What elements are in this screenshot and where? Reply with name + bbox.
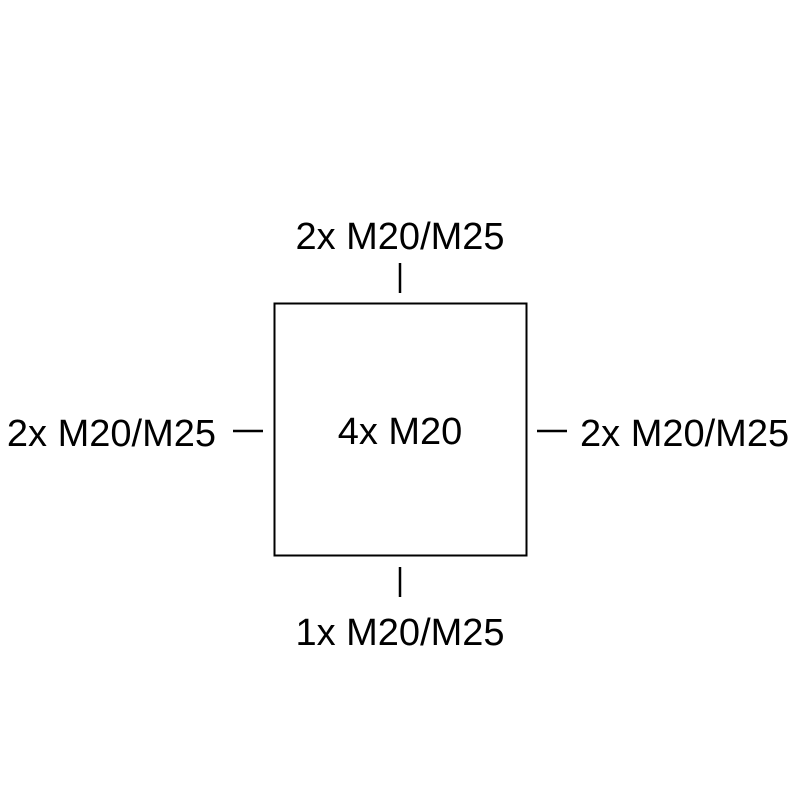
right-entry-label: 2x M20/M25 xyxy=(580,413,789,455)
left-entry-label: 2x M20/M25 xyxy=(7,413,216,455)
center-label: 4x M20 xyxy=(338,411,463,453)
top-entry-label: 2x M20/M25 xyxy=(295,216,504,258)
bottom-entry-label: 1x M20/M25 xyxy=(295,612,504,654)
enclosure-box xyxy=(273,302,528,557)
